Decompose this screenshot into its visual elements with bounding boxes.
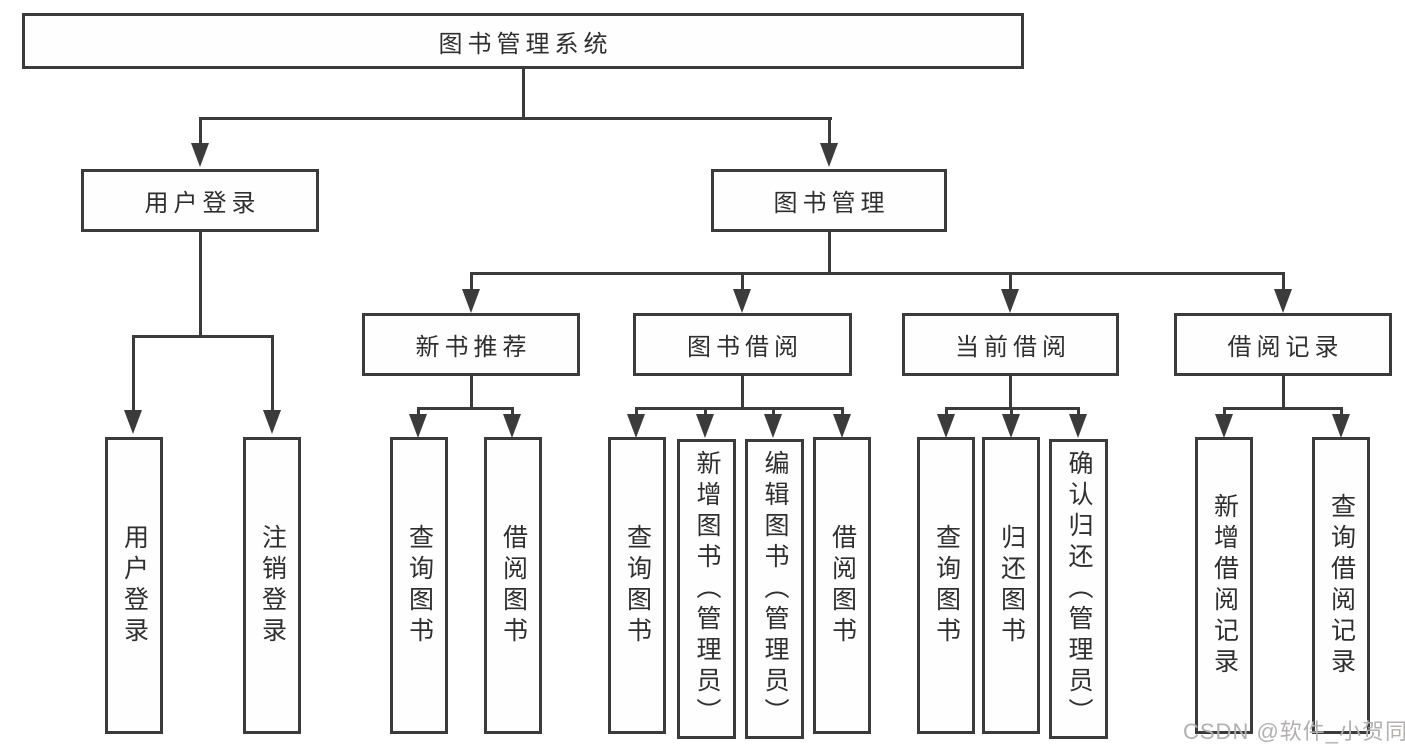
leaf-user-login: 用户登录 (105, 437, 163, 734)
leaf-cb-return-book-label: 归还图书 (997, 523, 1026, 648)
arrow-down-icon (191, 143, 209, 167)
leaf-cb-confirm-return-label: 确认归还（管理员） (1065, 449, 1093, 729)
arrow-down-icon (409, 414, 427, 438)
connector-user-login-splitter (132, 335, 274, 338)
connector-cb-query-shaft (945, 407, 948, 416)
arrow-down-icon (1274, 289, 1292, 313)
leaf-br-query-record: 查询借阅记录 (1312, 437, 1370, 734)
node-book-borrow-label: 图书借阅 (687, 334, 803, 361)
connector-book-borrow-splitter (635, 407, 843, 410)
node-root: 图书管理系统 (22, 13, 1024, 69)
arrow-down-icon (764, 414, 782, 438)
node-borrow-record-label: 借阅记录 (1227, 334, 1344, 361)
arrow-down-icon (1002, 414, 1020, 438)
node-root-label: 图书管理系统 (438, 30, 613, 58)
connector-user-login-shaft (199, 117, 202, 145)
connector-user-login-stem (199, 232, 202, 335)
leaf-cb-query-book-label: 查询图书 (932, 523, 961, 648)
connector-new-book-splitter (417, 407, 514, 410)
leaf-bb-add-book-label: 新增图书（管理员） (693, 449, 721, 729)
arrow-down-icon (462, 289, 480, 313)
arrow-down-icon (1332, 414, 1350, 438)
connector-borrow-record-splitter (1223, 407, 1343, 410)
leaf-br-add-record-label: 新增借阅记录 (1210, 492, 1239, 679)
node-new-book: 新书推荐 (362, 313, 580, 376)
node-book-management: 图书管理 (711, 169, 947, 232)
node-user-login-label: 用户登录 (144, 190, 261, 217)
node-book-borrow: 图书借阅 (633, 313, 852, 376)
connector-current-borrow-shaft (1009, 272, 1012, 291)
leaf-cb-return-book: 归还图书 (982, 437, 1040, 734)
arrow-down-icon (937, 414, 955, 438)
arrow-down-icon (733, 289, 751, 313)
leaf-nb-borrow-book-label: 借阅图书 (499, 523, 528, 648)
connector-level2-splitter (199, 117, 832, 120)
leaf-bb-query-book: 查询图书 (608, 437, 666, 734)
node-current-borrow: 当前借阅 (902, 313, 1119, 376)
connector-book-management-stem (828, 232, 831, 272)
node-borrow-record: 借阅记录 (1174, 313, 1392, 376)
connector-br-add-shaft (1223, 407, 1226, 416)
connector-root-stem (522, 69, 525, 117)
connector-cb-confirm-shaft (1077, 407, 1080, 416)
node-new-book-label: 新书推荐 (415, 334, 532, 361)
leaf-logout: 注销登录 (243, 437, 301, 734)
connector-level3-splitter (470, 272, 1285, 275)
arrow-down-icon (1001, 289, 1019, 313)
node-user-login: 用户登录 (81, 169, 319, 232)
leaf-bb-borrow-book: 借阅图书 (813, 437, 871, 734)
connector-borrow-record-shaft (1282, 272, 1285, 291)
connector-cb-return-shaft (1010, 407, 1013, 416)
connector-leaf-logout-shaft (271, 335, 274, 411)
arrow-down-icon (820, 143, 838, 167)
leaf-br-query-record-label: 查询借阅记录 (1327, 492, 1356, 679)
node-current-borrow-label: 当前借阅 (955, 334, 1071, 361)
connector-br-query-shaft (1340, 407, 1343, 416)
connector-new-book-shaft (470, 272, 473, 291)
connector-bb-borrow-shaft (841, 407, 844, 416)
connector-book-borrow-shaft (741, 272, 744, 291)
leaf-cb-confirm-return: 确认归还（管理员） (1049, 439, 1108, 739)
leaf-nb-query-book: 查询图书 (390, 437, 448, 734)
leaf-user-login-label: 用户登录 (120, 523, 149, 648)
arrow-down-icon (696, 414, 714, 438)
arrow-down-icon (263, 410, 281, 434)
leaf-bb-add-book: 新增图书（管理员） (677, 439, 736, 739)
connector-book-management-shaft (828, 117, 831, 145)
leaf-bb-query-book-label: 查询图书 (623, 523, 652, 648)
connector-borrow-record-stem (1282, 376, 1285, 407)
leaf-cb-query-book: 查询图书 (917, 437, 975, 734)
connector-nb-query-shaft (417, 407, 420, 416)
leaf-nb-query-book-label: 查询图书 (405, 523, 434, 648)
leaf-nb-borrow-book: 借阅图书 (484, 437, 542, 734)
leaf-logout-label: 注销登录 (258, 523, 287, 648)
leaf-bb-edit-book-label: 编辑图书（管理员） (761, 449, 789, 729)
node-book-management-label: 图书管理 (773, 190, 890, 217)
connector-leaf-user-login-shaft (132, 335, 135, 411)
connector-bb-edit-shaft (772, 407, 775, 416)
connector-nb-borrow-shaft (511, 407, 514, 416)
connector-bb-query-shaft (635, 407, 638, 416)
connector-book-borrow-stem (741, 376, 744, 407)
leaf-bb-edit-book: 编辑图书（管理员） (745, 439, 804, 739)
connector-bb-add-shaft (704, 407, 707, 416)
arrow-down-icon (503, 414, 521, 438)
connector-new-book-stem (470, 376, 473, 407)
csdn-watermark: CSDN @软件_小贺同学 (1183, 719, 1405, 744)
leaf-br-add-record: 新增借阅记录 (1195, 437, 1253, 734)
connector-current-borrow-stem (1009, 376, 1012, 407)
arrow-down-icon (1069, 414, 1087, 438)
arrow-down-icon (833, 414, 851, 438)
leaf-bb-borrow-book-label: 借阅图书 (828, 523, 857, 648)
arrow-down-icon (1215, 414, 1233, 438)
arrow-down-icon (627, 414, 645, 438)
arrow-down-icon (124, 410, 142, 434)
